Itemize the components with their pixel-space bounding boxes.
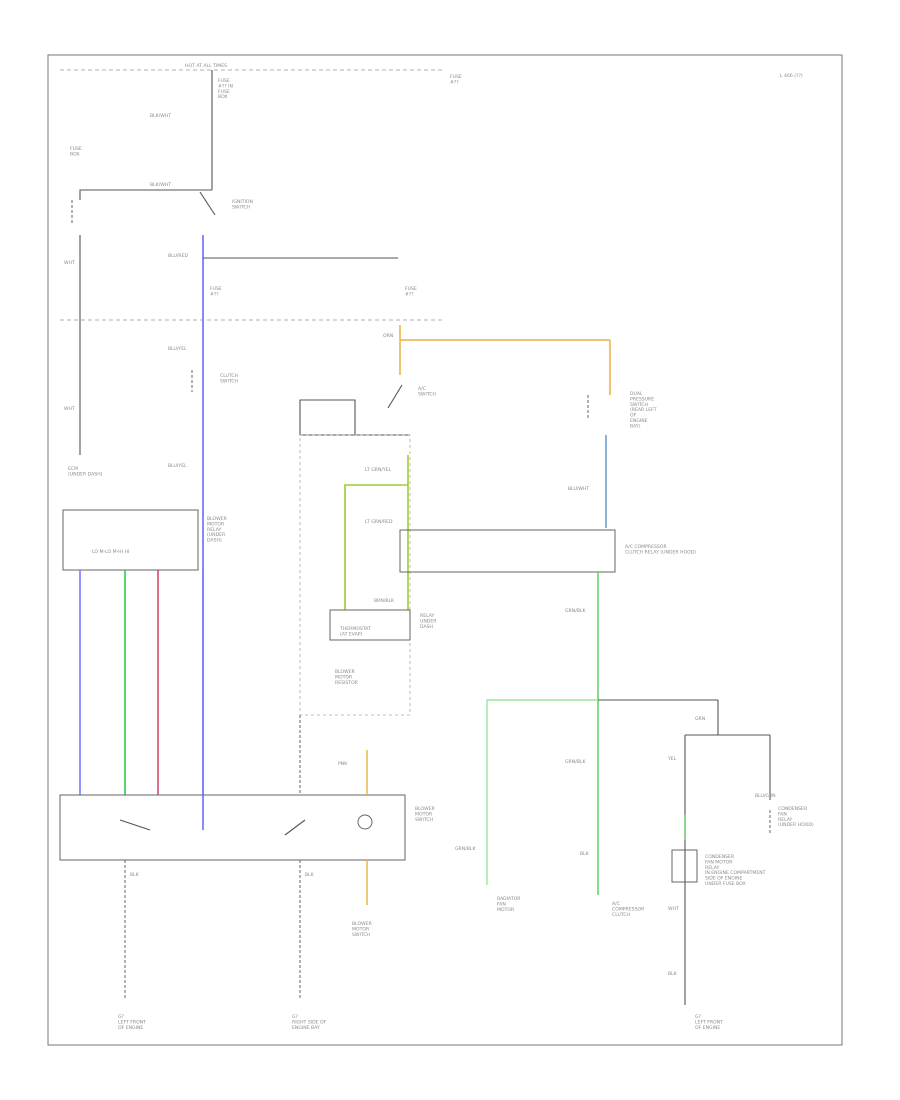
wire-fan-branch: [486, 699, 598, 885]
label-wht-2: WHT: [64, 406, 75, 412]
ac-switch-blade: [387, 384, 403, 409]
blower-switch-blade-1: [119, 819, 151, 831]
label-mode: LO M-LO M-HI HI: [92, 549, 129, 555]
label-blu-yel-2: BLU/YEL: [168, 463, 187, 469]
relay-box-left: [62, 509, 199, 571]
label-grn-blk-3: GRN/BLK: [455, 846, 476, 852]
label-lt-grn-2: LT GRN/RED: [365, 519, 393, 525]
cond-fan-box: [671, 849, 698, 883]
label-grn-blk-1: GRN/BLK: [565, 608, 586, 614]
label-grn: GRN: [695, 716, 705, 722]
label-blk-1: BLK: [130, 872, 140, 878]
wire-thermo-green-2: [344, 484, 408, 610]
label-blk-3: BLK: [580, 851, 590, 857]
diagram-frame: [47, 54, 843, 1046]
label-blk-wht-2: BLK/WHT: [150, 182, 171, 188]
label-brn-blk: BRN/BLK: [374, 598, 395, 604]
label-blu-grn: BLU/GRN: [755, 793, 776, 799]
wire-left-branch: [79, 189, 212, 200]
label-fuse-mid: FUSE#??: [210, 286, 222, 297]
label-grn-blk-2: GRN/BLK: [565, 759, 586, 765]
label-pnk: PNK: [338, 761, 348, 767]
ignition-switch-blade: [199, 191, 216, 216]
label-blu-yel: BLU/YEL: [168, 346, 187, 352]
label-blu-red: BLU/RED: [168, 253, 188, 259]
blower-switch-blade-2: [284, 819, 306, 836]
label-right-fuse-top: FUSE#??: [450, 74, 462, 85]
label-orn: ORN: [383, 333, 393, 339]
label-thermostat: THERMOSTAT(AT EVAP): [339, 626, 371, 637]
ac-relay-box: [399, 529, 616, 573]
label-yel: YEL: [667, 756, 677, 762]
thermostat-housing: [299, 434, 411, 716]
label-lt-grn-1: LT GRN/YEL: [365, 467, 392, 473]
wire-ac-top: [299, 399, 356, 435]
figure-code: L 466 (??): [780, 73, 803, 79]
label-blk-4: BLK: [668, 971, 678, 977]
label-blk-2: BLK: [305, 872, 315, 878]
label-blk-wht-1: BLK/WHT: [150, 113, 171, 119]
hot-label: HOT AT ALL TIMES: [185, 63, 227, 69]
label-ecm: ECM(UNDER DASH): [68, 466, 103, 477]
label-fuse-right-2: FUSE#??: [405, 286, 417, 297]
blower-switch-box: [59, 794, 406, 861]
thermostat-box: [329, 609, 411, 641]
blower-motor-symbol: [357, 814, 373, 830]
label-wht-1: WHT: [64, 260, 75, 266]
label-blu-wht: BLU/WHT: [568, 486, 589, 492]
label-wht-3: WHT: [668, 906, 679, 912]
